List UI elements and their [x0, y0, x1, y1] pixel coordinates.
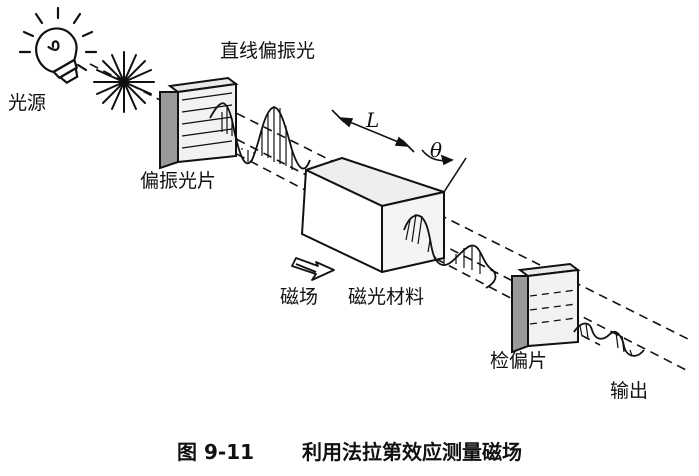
angle-label: θ — [430, 138, 443, 162]
output-wave — [573, 322, 645, 357]
magneto-optic-material-label: 磁光材料 — [348, 286, 425, 308]
figure-number: 图 9-11 — [177, 440, 255, 464]
linear-polarized-light-label: 直线偏振光 — [220, 40, 316, 62]
figure-caption: 图 9-11 利用法拉第效应测量磁场 — [0, 436, 699, 465]
magneto-optic-block — [301, 157, 445, 273]
polarized-wave — [209, 102, 311, 170]
analyzer-plate — [511, 262, 581, 354]
analyzer-label: 检偏片 — [490, 350, 548, 372]
polarizer-label: 偏振光片 — [140, 170, 217, 192]
rotated-wave — [403, 213, 497, 289]
magnetic-field-arrow — [291, 257, 335, 281]
length-label: L — [366, 108, 380, 132]
rotation-angle — [421, 149, 467, 193]
output-label: 输出 — [610, 380, 649, 402]
length-dimension — [331, 109, 415, 153]
magnetic-field-label: 磁场 — [280, 286, 319, 308]
light-bulb-icon — [18, 6, 98, 85]
figure-title: 利用法拉第效应测量磁场 — [301, 440, 522, 464]
polarizer-plate — [159, 76, 239, 170]
light-source-label: 光源 — [8, 92, 47, 114]
